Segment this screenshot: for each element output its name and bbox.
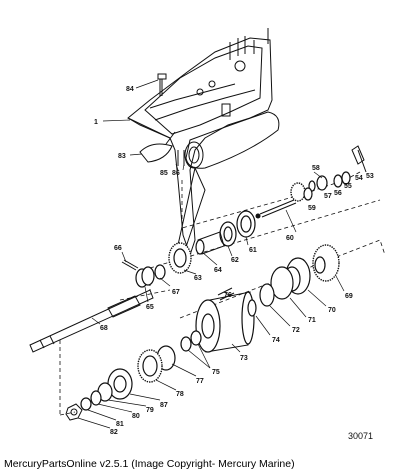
seals-bearings xyxy=(137,330,202,383)
callout-73: 73 xyxy=(240,355,248,362)
callout-81: 81 xyxy=(116,421,124,428)
callout-80: 80 xyxy=(132,413,140,420)
callout-53: 53 xyxy=(366,173,374,180)
callout-62: 62 xyxy=(231,257,239,264)
forward-gear-stack xyxy=(168,221,237,274)
callout-71: 71 xyxy=(308,317,316,324)
callout-70: 70 xyxy=(328,307,336,314)
callout-58: 58 xyxy=(312,165,320,172)
callout-61: 61 xyxy=(249,247,257,254)
callout-60: 60 xyxy=(286,235,294,242)
callout-54: 54 xyxy=(355,175,363,182)
callout-68: 68 xyxy=(100,325,108,332)
gearcase-housing xyxy=(127,28,280,257)
callout-75: 75 xyxy=(212,369,220,376)
callout-86: 86 xyxy=(172,170,180,177)
callout-labels: 84 1 83 85 86 58 54 55 53 56 57 59 60 61… xyxy=(94,86,374,436)
callout-57: 57 xyxy=(324,193,332,200)
image-caption: MercuryPartsOnline v2.5.1 (Image Copyrig… xyxy=(4,458,295,470)
callout-63: 63 xyxy=(194,275,202,282)
callout-69: 69 xyxy=(345,293,353,300)
callout-55: 55 xyxy=(344,183,352,190)
reverse-gear-stack xyxy=(259,244,340,307)
callout-67: 67 xyxy=(172,289,180,296)
callout-64: 64 xyxy=(214,267,222,274)
callout-65: 65 xyxy=(146,304,154,311)
callout-78: 78 xyxy=(176,391,184,398)
fasteners-85-86 xyxy=(177,150,185,166)
callout-59: 59 xyxy=(308,205,316,212)
bolt-84 xyxy=(157,73,167,96)
bearing-carrier-73 xyxy=(195,287,257,353)
callout-74: 74 xyxy=(272,337,280,344)
callout-84: 84 xyxy=(126,86,134,93)
callout-76: 76 xyxy=(224,292,232,299)
callout-77: 77 xyxy=(196,378,204,385)
clutch-assembly xyxy=(121,259,166,288)
callout-87: 87 xyxy=(160,402,168,409)
propeller-shaft-68 xyxy=(29,289,154,353)
leader-lines xyxy=(77,79,345,429)
callout-85: 85 xyxy=(160,170,168,177)
callout-72: 72 xyxy=(292,327,300,334)
callout-83: 83 xyxy=(118,153,126,160)
callout-56: 56 xyxy=(334,190,342,197)
callout-82: 82 xyxy=(110,429,118,436)
callout-79: 79 xyxy=(146,407,154,414)
prop-hardware xyxy=(65,368,133,421)
figure-number: 30071 xyxy=(348,431,374,441)
trim-tab-83 xyxy=(139,131,176,163)
callout-66: 66 xyxy=(114,245,122,252)
callout-1: 1 xyxy=(94,119,98,126)
